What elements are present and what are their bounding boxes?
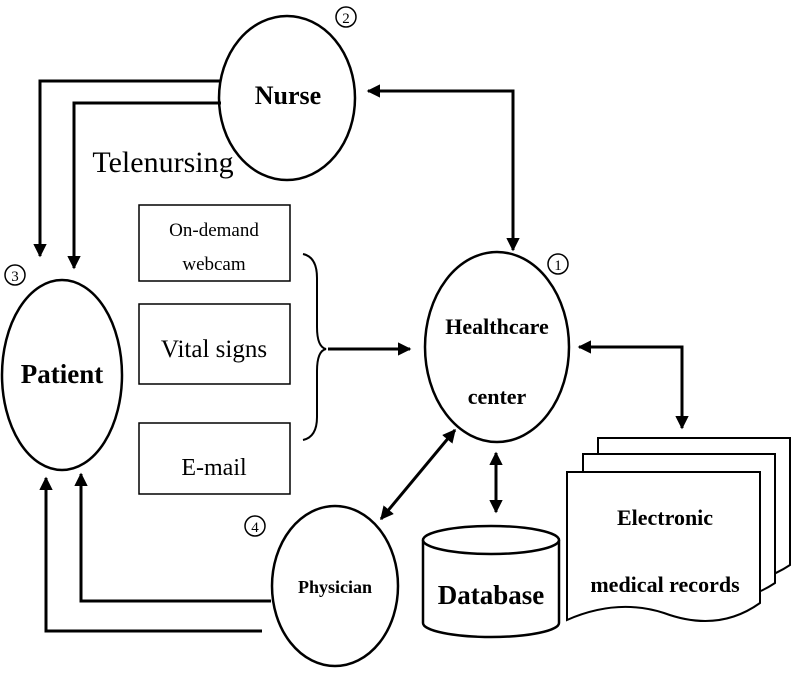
nurse-label: Nurse [255,81,321,110]
patient-label: Patient [21,359,103,389]
healthcare-center-number-badge: 1 [547,253,569,275]
electronic-medical-records: Electronic medical records [566,437,791,622]
vital-signs-label: Vital signs [161,336,267,363]
database-cylinder: Database [421,524,561,639]
database-label: Database [438,580,545,610]
records-label-line1: Electronic [617,505,713,530]
channel-brace [302,253,327,441]
telenursing-label: Telenursing [92,146,233,179]
webcam-label-line2: webcam [182,254,246,275]
healthcare-center-label-line2: center [468,384,527,409]
vital-signs-box: Vital signs [138,303,291,385]
nurse-to-patient-outer-arrow [33,79,221,258]
patient-number: 3 [11,269,19,285]
webcam-box: On-demand webcam [138,204,291,282]
physician-label: Physician [298,577,372,597]
email-box: E-mail [138,422,291,495]
physician-number: 4 [251,520,259,536]
physician-number-badge: 4 [244,515,266,537]
healthcare-center-number: 1 [554,258,562,274]
healthcare-physician-arrow [379,428,457,521]
healthcare-center-label-line1: Healthcare [445,314,549,339]
nurse-to-patient-inner-arrow [67,101,221,270]
nurse-number: 2 [342,11,350,27]
healthcare-records-arrow [577,340,689,430]
physician-node: Physician [270,504,400,668]
email-label: E-mail [181,455,247,481]
patient-number-badge: 3 [4,264,26,286]
patient-node: Patient [0,278,124,472]
nurse-node: Nurse [217,14,357,182]
records-label-line2: medical records [590,572,740,597]
webcam-label-line1: On-demand [169,220,259,241]
physician-to-patient-outer-arrow [39,476,262,633]
physician-to-patient-inner-arrow [74,472,271,603]
nurse-number-badge: 2 [335,6,357,28]
healthcare-center-node: Healthcare center [423,250,571,444]
nurse-healthcare-arrow [366,84,520,252]
